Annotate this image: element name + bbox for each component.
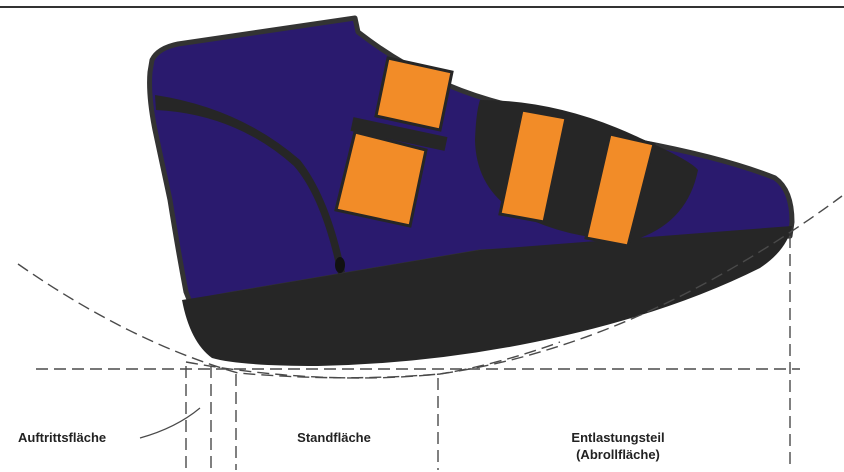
seam-marker <box>335 257 345 273</box>
label-standflaeche: Standfläche <box>297 430 371 445</box>
label-leader-auftritt <box>140 408 200 438</box>
strap-upper-front <box>376 58 452 130</box>
label-abrollflaeche: (Abrollfläche) <box>576 447 660 462</box>
label-entlastungsteil: Entlastungsteil <box>571 430 664 445</box>
label-auftrittsflaeche: Auftrittsfläche <box>18 430 106 445</box>
